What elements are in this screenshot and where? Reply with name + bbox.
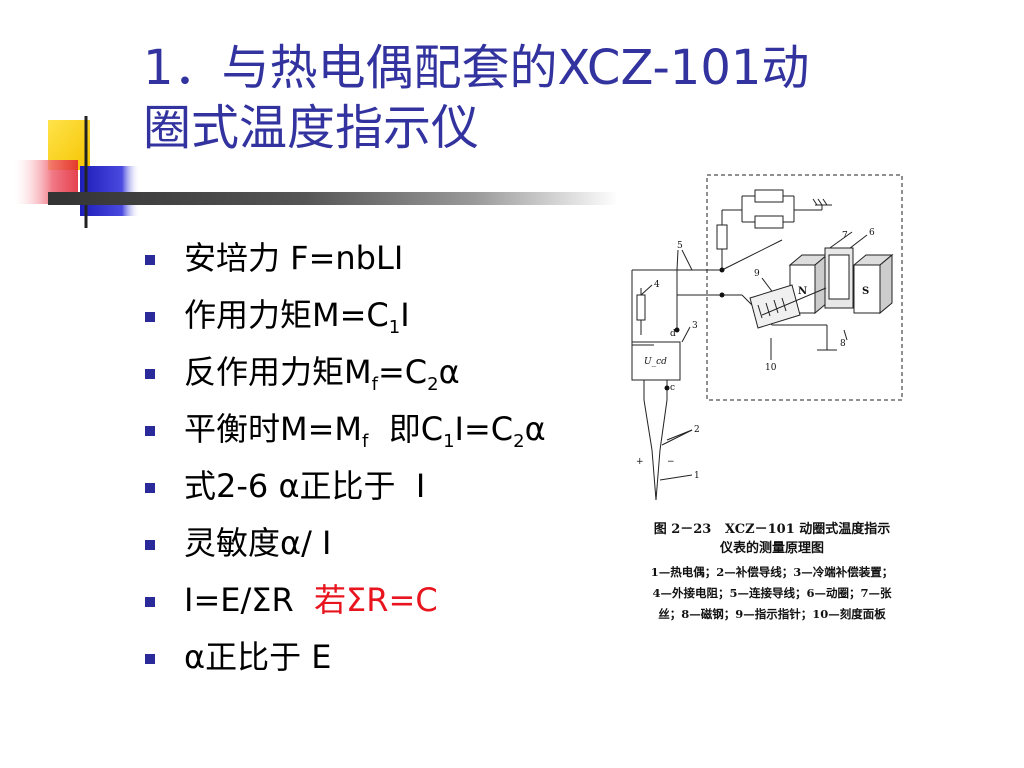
legend-line-3: 丝；8—磁钢；9—指示指针；10—刻度面板	[658, 607, 886, 621]
fig-label-plus: +	[636, 457, 644, 467]
magnet-south	[853, 264, 881, 314]
title-line-1: 1．与热电偶配套的XCZ-101动	[143, 40, 810, 96]
fig-label-10: 10	[765, 363, 777, 373]
fig-label-9: 9	[754, 269, 760, 279]
cold-junction-box	[631, 341, 681, 381]
bullet-proportional-current: 式2-6 α正比于 I	[140, 458, 546, 515]
fig-label-8: 8	[840, 339, 846, 349]
fig-label-minus: −	[667, 457, 675, 467]
figure-caption: 图 2－23 XCZ－101 动圈式温度指示 仪表的测量原理图 1—热电偶；2—…	[622, 520, 922, 625]
fig-label-4: 4	[654, 280, 660, 290]
fig-label-5: 5	[677, 241, 683, 251]
deco-blue-square	[80, 166, 140, 216]
corner-decoration	[14, 116, 140, 228]
title-underline	[48, 192, 618, 205]
legend-line-2: 4—外接电阻；5—连接导线；6—动圈；7—张	[652, 586, 892, 600]
bullet-sensitivity: 灵敏度α/ I	[140, 515, 546, 572]
fig-label-ucd: U_cd	[644, 357, 667, 367]
fig-label-n: N	[798, 286, 807, 297]
page-title: 1．与热电偶配套的XCZ-101动 圈式温度指示仪	[143, 38, 1003, 158]
fig-label-1: 1	[694, 471, 700, 481]
fig-label-2: 2	[694, 425, 700, 435]
fig-label-6: 6	[869, 228, 875, 238]
bullet-proportional-emf: α正比于 E	[140, 629, 546, 686]
highlight-condition: 若ΣR=C	[314, 581, 438, 619]
legend-line-1: 1—热电偶；2—补偿导线；3—冷端补偿装置；	[650, 565, 894, 579]
bullet-equilibrium: 平衡时M=Mf 即C1I=C2α	[140, 401, 546, 458]
fig-label-c: c	[670, 383, 675, 393]
circuit-diagram: 1 2 3 4 5 6 7 8 9 10 d c + − N S U_cd	[631, 174, 903, 500]
fig-label-d: d	[670, 329, 676, 339]
bullet-list: 安培力 F=nbLI 作用力矩M=C1I 反作用力矩Mf=C2α 平衡时M=Mf…	[140, 230, 546, 686]
fig-label-s: S	[862, 286, 869, 297]
bullet-reaction-torque: 反作用力矩Mf=C2α	[140, 344, 546, 401]
bullet-ampere-force: 安培力 F=nbLI	[140, 230, 546, 287]
caption-legend: 1—热电偶；2—补偿导线；3—冷端补偿装置； 4—外接电阻；5—连接导线；6—动…	[622, 562, 922, 625]
fig-label-7: 7	[842, 231, 848, 241]
bullet-torque: 作用力矩M=C1I	[140, 287, 546, 344]
fig-label-3: 3	[692, 321, 698, 331]
title-line-2: 圈式温度指示仪	[143, 100, 480, 156]
caption-title: 图 2－23 XCZ－101 动圈式温度指示 仪表的测量原理图	[653, 522, 891, 556]
bullet-current-formula: I=E/ΣR 若ΣR=C	[140, 572, 546, 629]
